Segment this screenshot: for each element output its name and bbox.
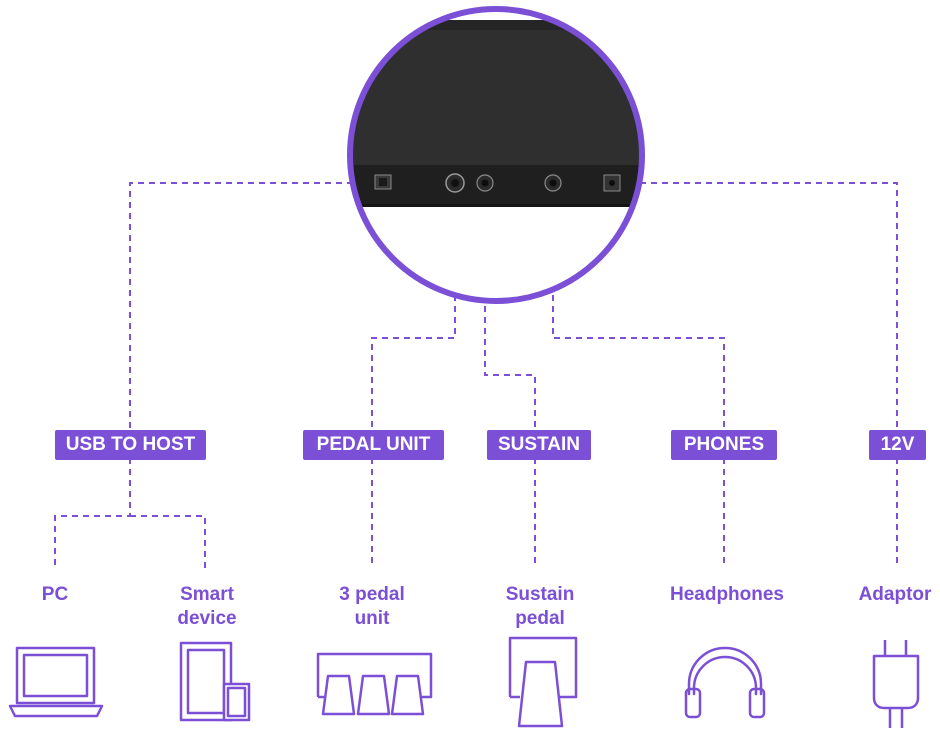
device-label-pc: PC [41, 584, 69, 605]
tag-usb-to-host: USB TO HOST [55, 430, 206, 460]
pedal-unit-jack [445, 173, 465, 193]
device-label-headphones: Headphones [669, 584, 785, 605]
sustain-jack [476, 174, 494, 192]
dc-12v-jack [603, 174, 621, 192]
tag-pedal-unit: PEDAL UNIT [303, 430, 444, 460]
dc-line [640, 182, 898, 568]
usb-line [129, 182, 375, 430]
device-label-sustain-pedal: Sustain pedal [505, 584, 575, 629]
tag-12v: 12V [869, 430, 926, 460]
zoom-circle-border [347, 6, 645, 304]
keyboard-top-edge [350, 20, 642, 30]
device-label-adaptor: Adaptor [858, 584, 932, 605]
keyboard-body [350, 20, 642, 170]
device-label-smart-device: Smart device [177, 584, 237, 629]
tag-sustain: SUSTAIN [487, 430, 591, 460]
tag-phones: PHONES [671, 430, 777, 460]
rear-panel [350, 165, 642, 205]
device-label-3-pedal-unit: 3 pedal unit [339, 584, 405, 629]
phones-jack [544, 174, 562, 192]
usb-split-line [54, 458, 206, 568]
usb-b-port [374, 174, 392, 190]
